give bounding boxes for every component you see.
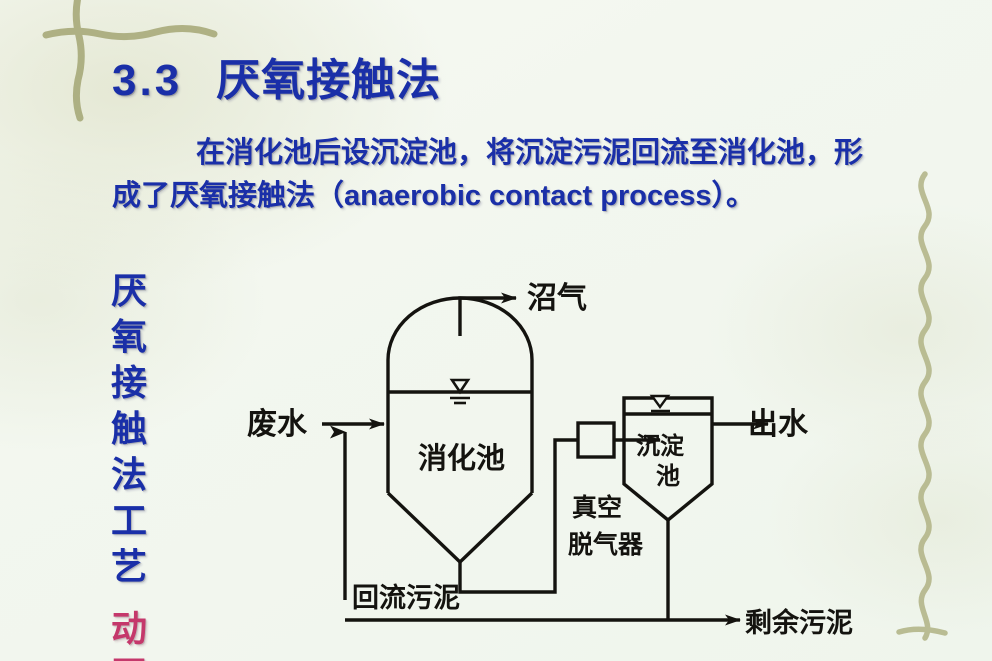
side-caption-main: 厌氧接触法工艺 [110, 270, 147, 587]
label-biogas: 沼气 [527, 282, 587, 315]
label-clarifier-line1: 沉淀 [636, 432, 685, 460]
clarifier-level-symbol-icon [649, 394, 671, 410]
side-caption-sub: 动画 [110, 608, 147, 661]
title-text: 厌氧接触法 [216, 56, 442, 105]
page-title: 3.3 厌氧接触法 [112, 44, 441, 108]
side-caption: 厌氧接触法工艺 动画 [103, 268, 155, 661]
vacuum-degasser-box [576, 421, 616, 459]
digester-level-symbol-icon [449, 378, 471, 395]
digester-outlet-pipe [458, 438, 578, 594]
label-clarifier-line2: 池 [656, 463, 680, 490]
clarifier-vessel [622, 396, 714, 523]
label-effluent: 出水 [748, 408, 809, 441]
digester-vessel [386, 296, 534, 565]
body-paragraph: 在消化池后设沉淀池，将沉淀污泥回流至消化池，形成了厌氧接触法（anaerobic… [112, 137, 864, 212]
title-number: 3.3 [112, 56, 183, 105]
biogas-pipe [458, 292, 517, 336]
label-degasser-line2: 脱气器 [568, 530, 644, 559]
label-return-sludge: 回流污泥 [352, 583, 460, 613]
label-influent: 废水 [247, 408, 308, 441]
label-waste-sludge: 剩余污泥 [745, 607, 853, 638]
label-degasser-line1: 真空 [572, 493, 622, 522]
label-digester: 消化池 [418, 442, 505, 475]
